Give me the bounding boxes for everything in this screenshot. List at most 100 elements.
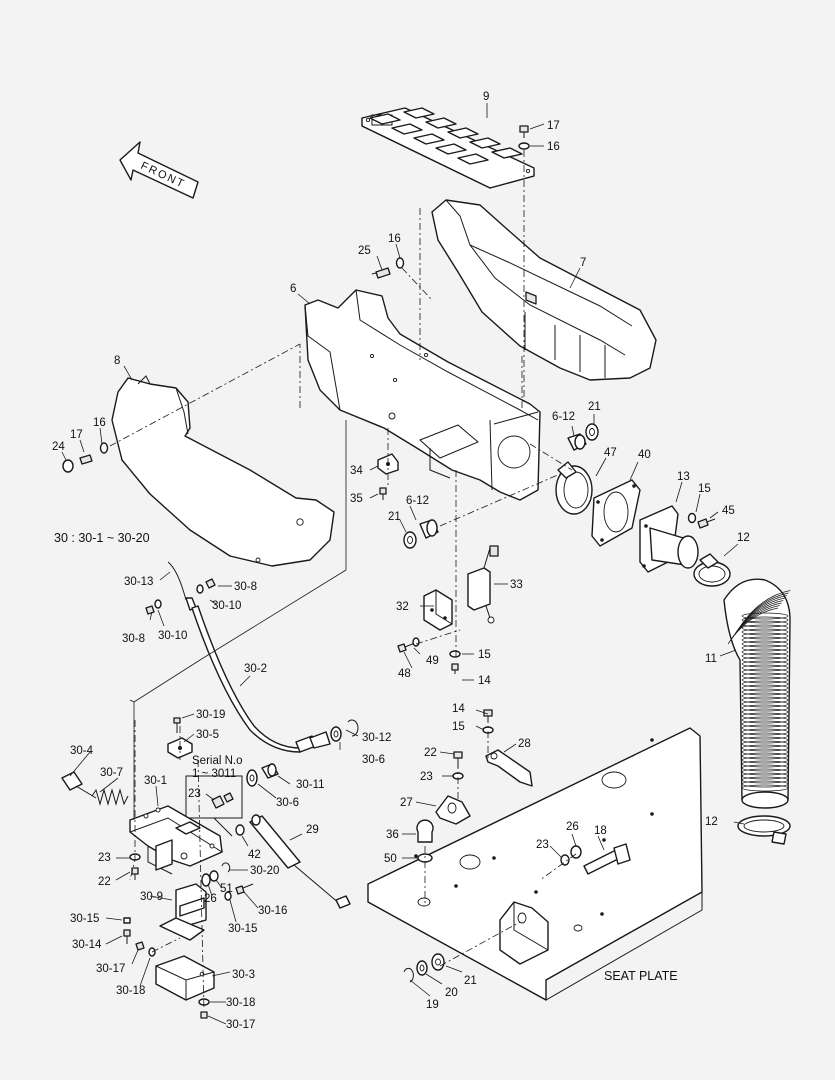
washer-30-10-lower: [154, 599, 162, 609]
serial-note-box: [185, 775, 243, 837]
label-21-bottom: 21: [464, 975, 477, 987]
label-30-8-lower: 30-8: [122, 633, 145, 645]
washer-23-right: [560, 854, 570, 866]
label-serial-2: 1 ~ 3011: [192, 768, 236, 780]
label-30-17-bottom: 30-17: [226, 1019, 255, 1031]
label-19: 19: [426, 999, 439, 1011]
label-25: 25: [358, 245, 371, 257]
hose-rib: [741, 612, 789, 620]
label-30-7: 30-7: [100, 767, 123, 779]
label-29: 29: [306, 824, 319, 836]
hose-rib: [741, 664, 789, 672]
label-36: 36: [386, 829, 399, 841]
hose-rib: [741, 676, 789, 684]
label-assembly-note: 30 : 30-1 ~ 30-20: [54, 531, 150, 545]
cable-bracket-30-11: [295, 731, 331, 753]
label-22-center: 22: [424, 747, 437, 759]
hose-rib: [741, 756, 789, 764]
hose-ribs: [727, 590, 791, 792]
label-16-mid: 16: [388, 233, 401, 245]
hose-rib: [741, 772, 789, 780]
pin-18: [583, 843, 631, 875]
label-30-16: 30-16: [258, 905, 287, 917]
label-16-left: 16: [93, 417, 106, 429]
hose-rib: [741, 716, 789, 724]
label-30-6-lower: 30-6: [276, 797, 299, 809]
part-26-pedal: [201, 873, 211, 887]
gas-strut-29: [249, 814, 351, 909]
label-14-upper: 14: [452, 703, 465, 715]
hose-rib: [741, 760, 789, 768]
washer-16-left: [99, 442, 109, 454]
label-23-left: 23: [98, 852, 111, 864]
assembly-lines: [129, 420, 347, 820]
label-30-19: 30-19: [196, 709, 225, 721]
hose-clamp-12-upper: [693, 553, 731, 587]
label-30-8-upper: 30-8: [234, 581, 257, 593]
label-30-5: 30-5: [196, 729, 219, 741]
label-30-17-left: 30-17: [96, 963, 125, 975]
label-32: 32: [396, 601, 409, 613]
label-12-upper: 12: [737, 532, 750, 544]
bolt-25: [371, 267, 391, 279]
label-30-18-left: 30-18: [116, 985, 145, 997]
washer-21-bottom: [431, 953, 445, 971]
label-35: 35: [350, 493, 363, 505]
hose-rib: [741, 644, 789, 652]
label-27: 27: [400, 797, 413, 809]
part-42: [235, 824, 245, 836]
switch-33: [467, 545, 499, 624]
hose-rib: [741, 624, 789, 632]
hose-elbow-rib: [739, 590, 791, 627]
label-50: 50: [384, 853, 397, 865]
hose-rib: [741, 692, 789, 700]
bushing-6-12-lower: [419, 519, 439, 539]
washer-20: [416, 960, 428, 976]
label-6-12-lower: 6-12: [406, 495, 429, 507]
label-8: 8: [114, 355, 120, 367]
hose-rib: [741, 768, 789, 776]
label-20: 20: [445, 987, 458, 999]
front-direction-arrow: FRONT: [119, 141, 199, 199]
label-33: 33: [510, 579, 523, 591]
label-23-right: 23: [536, 839, 549, 851]
part-30-20: [221, 862, 231, 873]
washer-21-lower: [403, 531, 417, 549]
hose-rib: [741, 728, 789, 736]
flexible-hose-11: [723, 578, 791, 809]
leader-lines: [61, 103, 745, 1025]
floor-grille-9: [361, 107, 535, 189]
label-17-left: 17: [70, 429, 83, 441]
label-14-center: 14: [478, 675, 491, 687]
hose-rib: [741, 724, 789, 732]
hose-rib: [741, 684, 789, 692]
label-serial-1: Serial N.o: [192, 755, 243, 767]
label-26-right: 26: [566, 821, 579, 833]
washer-16-mid: [395, 257, 405, 269]
label-15-duct: 15: [698, 483, 711, 495]
label-21-lower: 21: [388, 511, 401, 523]
hose-rib: [741, 680, 789, 688]
hose-rib: [741, 712, 789, 720]
hose-rib: [741, 740, 789, 748]
hose-clamp-12-lower: [737, 815, 791, 845]
spring-30-7: [91, 788, 129, 806]
hose-rib: [741, 732, 789, 740]
label-22-left: 22: [98, 876, 111, 888]
label-40: 40: [638, 449, 651, 461]
label-30-12: 30-12: [362, 732, 391, 744]
label-30-1: 30-1: [144, 775, 167, 787]
label-30-11: 30-11: [296, 779, 325, 791]
label-21-upper: 21: [588, 401, 601, 413]
washer-15-duct: [687, 512, 697, 524]
washer-21-upper: [585, 423, 599, 441]
label-15-center: 15: [478, 649, 491, 661]
bolt-30-15-left: [123, 917, 131, 924]
washer-24: [62, 459, 74, 473]
bracket-27: [435, 795, 471, 825]
hose-rib: [741, 632, 789, 640]
label-30-20: 30-20: [250, 865, 279, 877]
hose-rib: [741, 668, 789, 676]
flange-40: [591, 479, 641, 547]
